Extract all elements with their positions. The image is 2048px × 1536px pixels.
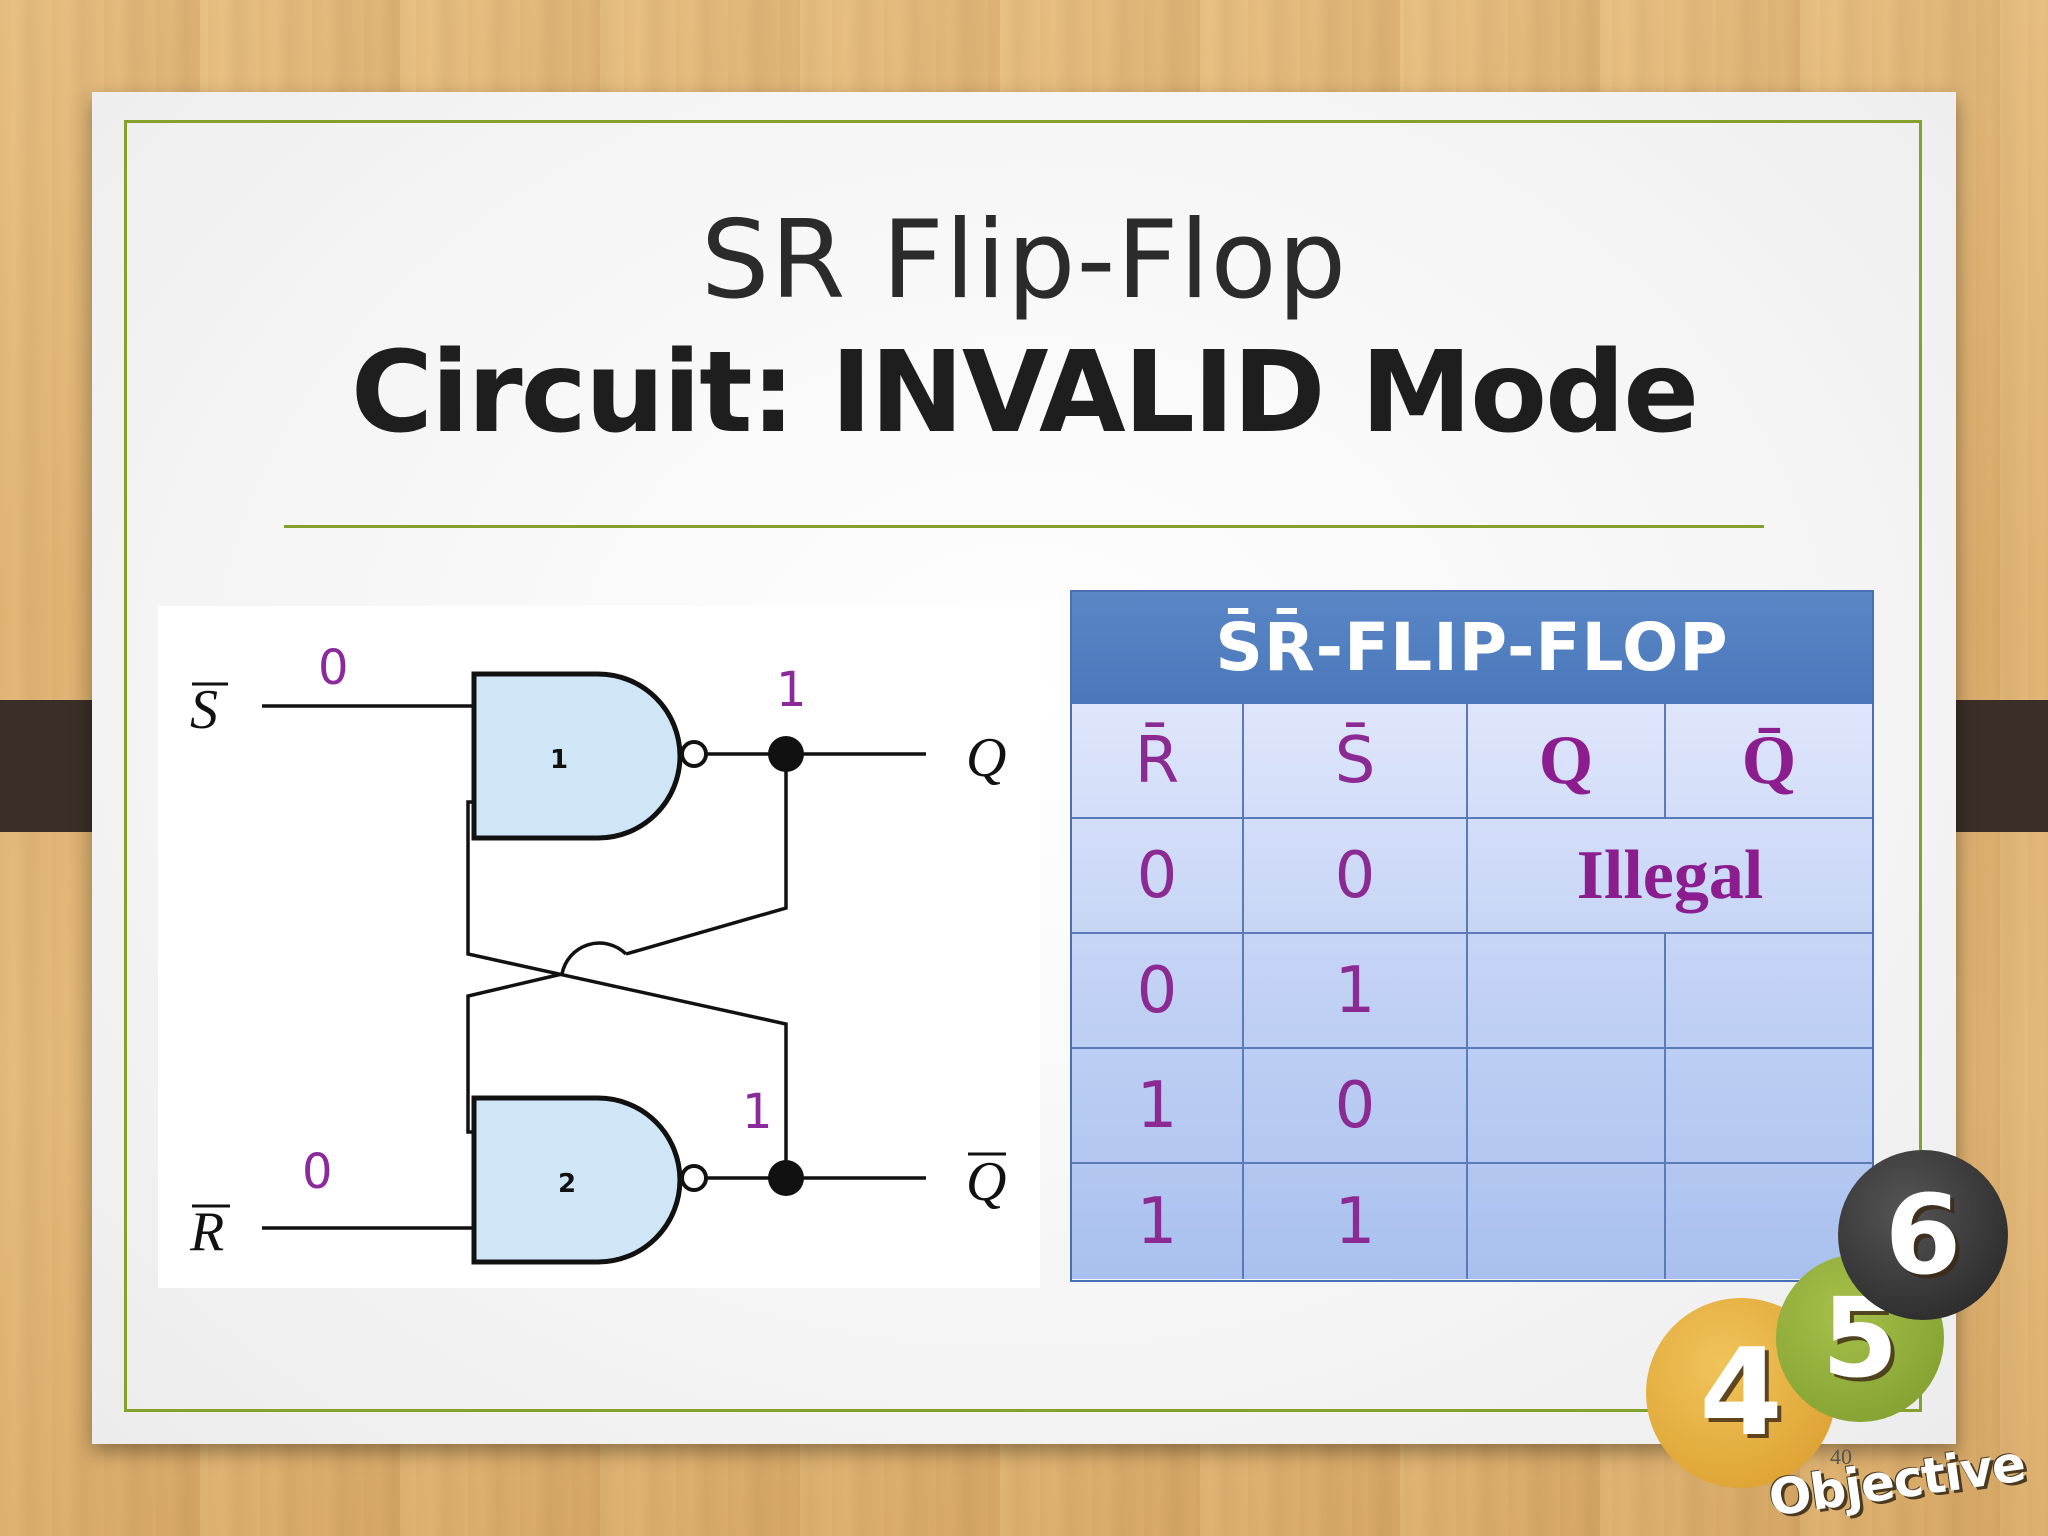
badge-six: 6: [1838, 1150, 2008, 1320]
row4-s: 1: [1244, 1164, 1468, 1279]
s-bar-label: S: [190, 679, 218, 741]
sr-latch-diagram: 1 2 S R Q Q 0 0 1 1: [158, 606, 1040, 1288]
slide-paper: SR Flip-Flop Circuit: INVALID Mode: [92, 92, 1956, 1469]
q-feedback-wire-a: [625, 754, 788, 956]
gate-2-number: 2: [558, 1169, 576, 1199]
row3-qbar: [1666, 1049, 1872, 1164]
digit-six: 6: [1884, 1171, 1962, 1299]
q-label: Q: [966, 727, 1006, 789]
r-bar-label: R: [189, 1201, 224, 1263]
row4-q: [1468, 1164, 1666, 1279]
slide-subtitle: Circuit: INVALID Mode: [350, 328, 1699, 458]
circuit-svg: 1 2 S R Q Q 0 0 1 1: [189, 640, 1006, 1265]
truth-table: S̄R̄-FLIP-FLOP R̄ S̄ Q Q̄ 0 0 Illegal 0 …: [1070, 590, 1874, 1282]
q-junction-dot: [768, 736, 804, 772]
row2-qbar: [1666, 934, 1872, 1049]
header-q: Q: [1468, 704, 1666, 819]
header-q-bar: Q̄: [1666, 704, 1872, 819]
r-value: 0: [302, 1144, 333, 1200]
q-feedback-wire-b: [466, 972, 563, 1134]
digit-four: 4: [1699, 1323, 1783, 1463]
qbar-feedback-wire: [466, 800, 788, 1178]
q-value: 1: [776, 662, 807, 718]
truth-table-title: S̄R̄-FLIP-FLOP: [1072, 592, 1872, 704]
row1-r: 0: [1072, 819, 1244, 934]
header-r-bar: R̄: [1072, 704, 1244, 819]
qbar-junction-dot: [768, 1160, 804, 1196]
row2-r: 0: [1072, 934, 1244, 1049]
row3-s: 0: [1244, 1049, 1468, 1164]
row1-illegal: Illegal: [1468, 819, 1872, 934]
slide-title: SR Flip-Flop: [700, 198, 1348, 323]
row2-q: [1468, 934, 1666, 1049]
row3-r: 1: [1072, 1049, 1244, 1164]
row1-s: 0: [1244, 819, 1468, 934]
wire-crossover-hop: [560, 941, 628, 975]
gate-2-bubble: [680, 1164, 708, 1192]
gate-1-number: 1: [550, 745, 568, 775]
q-bar-label: Q: [966, 1151, 1006, 1213]
truth-table-grid: R̄ S̄ Q Q̄ 0 0 Illegal 0 1 1 0 1 1: [1072, 704, 1872, 1279]
page-number: 40: [1830, 1444, 1852, 1469]
title-divider: [284, 525, 1764, 528]
row4-r: 1: [1072, 1164, 1244, 1279]
header-s-bar: S̄: [1244, 704, 1468, 819]
nand-gate-1: [471, 671, 683, 841]
nand-gate-2: [471, 1095, 683, 1265]
gate-1-bubble: [680, 740, 708, 768]
qbar-value: 1: [742, 1084, 773, 1140]
slide-border: [124, 120, 1922, 1412]
row2-s: 1: [1244, 934, 1468, 1049]
s-value: 0: [318, 640, 349, 696]
row3-q: [1468, 1049, 1666, 1164]
